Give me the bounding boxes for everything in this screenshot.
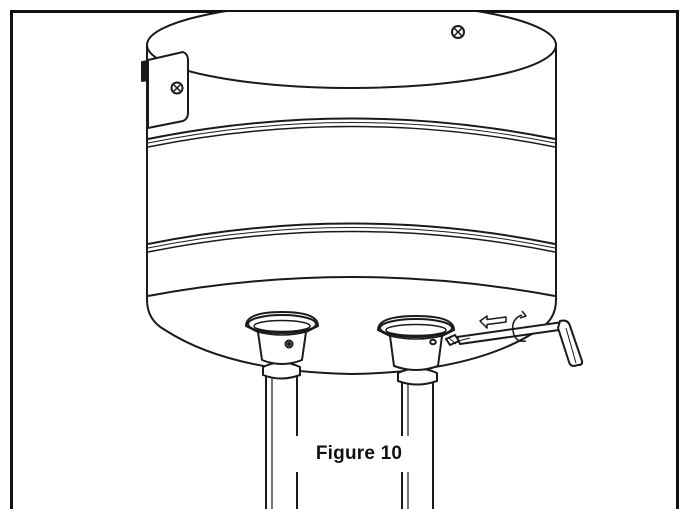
bottom-plate-edge xyxy=(147,276,556,297)
phillips-screw-icon xyxy=(451,25,465,39)
arrow-left-icon xyxy=(479,315,507,329)
upper-groove-shadow xyxy=(147,122,556,144)
lower-groove-shadow xyxy=(147,227,556,249)
rotation-arrow-icon xyxy=(511,310,527,343)
right-mounting-collar xyxy=(377,315,455,371)
side-bracket xyxy=(147,51,189,129)
lower-groove-inner xyxy=(147,230,556,253)
canopy-body xyxy=(146,44,557,375)
left-downrod xyxy=(262,361,301,509)
phillips-screw-icon xyxy=(170,81,184,95)
upper-groove-inner xyxy=(147,125,556,148)
canopy-top xyxy=(146,12,557,89)
figure-caption: Figure 10 xyxy=(296,436,422,472)
upper-groove xyxy=(147,117,556,140)
indicator-line xyxy=(457,337,471,342)
left-mounting-collar xyxy=(245,311,319,365)
lower-groove xyxy=(147,222,556,245)
bracket-tab xyxy=(141,60,149,82)
figure-frame xyxy=(10,10,679,509)
hex-key-icon xyxy=(456,319,584,367)
